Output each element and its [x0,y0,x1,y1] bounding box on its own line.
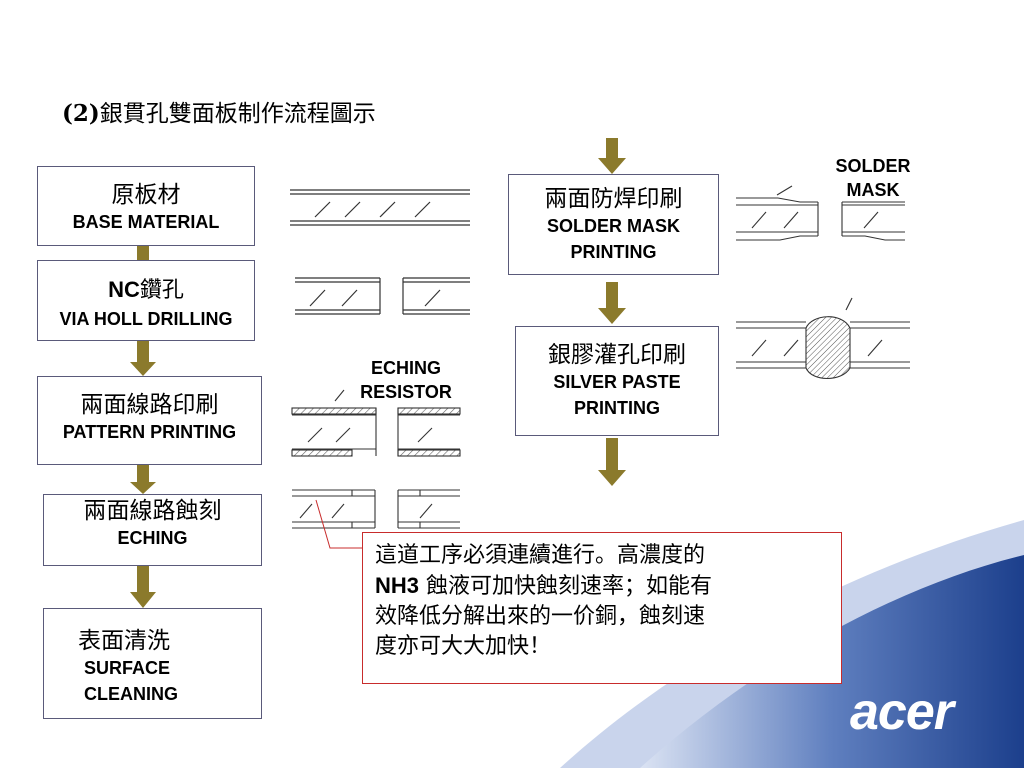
section-etched [292,489,460,529]
section-silver-paste [736,297,910,380]
step-en-label: PATTERN PRINTING [62,422,237,442]
note-line-2: NH3 蝕液可加快蝕刻速率；如能有 [375,573,713,599]
note-line-4: 度亦可大大加快！ [375,634,552,659]
step-zh-label: 兩面線路印刷 [80,392,219,418]
step-eching: 兩面線路蝕刻 ECHING [43,494,262,566]
step-en-label-2: PRINTING [570,242,657,262]
section-pattern-printing [291,389,461,457]
step-silver-paste-printing: 銀膠灌孔印刷 SILVER PASTE PRINTING [515,326,719,436]
step-zh-label: 表面清洗 [78,628,170,654]
note-leader-line [315,499,362,549]
step-en-label-1: SILVER PASTE [553,372,681,392]
step-base-material: 原板材 BASE MATERIAL [37,166,255,246]
acer-logo: acer [850,683,954,741]
note-line-3: 效降低分解出來的一价銅，蝕刻速 [375,604,706,629]
step-en-label-2: PRINTING [573,398,660,418]
process-note: 這道工序必須連續進行。高濃度的 NH3 蝕液可加快蝕刻速率；如能有 效降低分解出… [362,532,842,684]
section-solder-mask [736,185,905,241]
step-nc-drilling: NC鑽孔 VIA HOLL DRILLING [37,260,255,341]
step-en-label-2: CLEANING [84,684,178,704]
step-solder-mask-printing: 兩面防焊印刷 SOLDER MASK PRINTING [508,174,719,275]
note-line-1: 這道工序必須連續進行。高濃度的 [375,543,706,568]
page-title: (2)銀貫孔雙面板制作流程圖示 [62,100,376,127]
step-en-label: VIA HOLL DRILLING [59,309,233,329]
step-zh-label: 兩面防焊印刷 [544,186,683,212]
step-en-label-1: SOLDER MASK [546,216,680,236]
solder-mask-label: SOLDER MASK [835,156,911,200]
step-zh-label: 兩面線路蝕刻 [83,498,222,524]
step-en-label: ECHING [117,528,188,548]
step-en-label-1: SURFACE [84,658,171,678]
step-zh-label: NC鑽孔 [108,277,184,303]
step-zh-label: 銀膠灌孔印刷 [548,342,686,368]
eching-resistor-label: ECHING RESISTOR [360,358,452,402]
step-zh-label: 原板材 [111,182,181,208]
step-en-label: BASE MATERIAL [72,212,220,232]
flow-arrows [130,138,626,608]
section-drilled [295,277,470,315]
step-surface-cleaning: 表面清洗 SURFACE CLEANING [43,608,262,719]
section-base-material [290,189,470,226]
step-pattern-printing: 兩面線路印刷 PATTERN PRINTING [37,376,262,465]
